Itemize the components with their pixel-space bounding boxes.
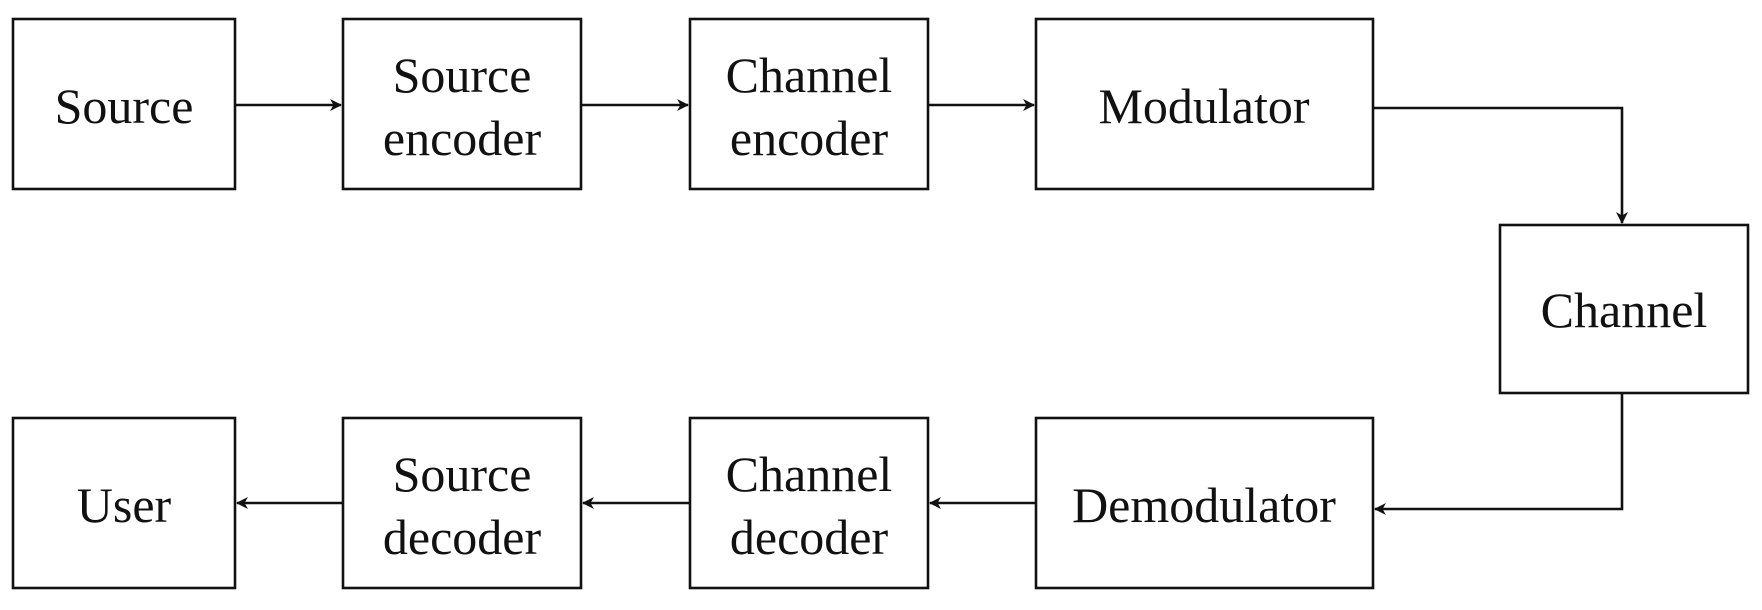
block-channel-encoder-label-line1: Channel <box>726 47 893 103</box>
arrow-modulator-to-channel <box>1373 106 1628 224</box>
block-channel-encoder: Channel encoder <box>688 17 930 191</box>
block-source-decoder: Source decoder <box>341 416 583 590</box>
block-channel-decoder-label-line2: decoder <box>730 509 889 565</box>
block-modulator: Modulator <box>1034 17 1375 191</box>
block-channel-decoder: Channel decoder <box>688 416 930 590</box>
block-source-decoder-label-line2: decoder <box>383 509 542 565</box>
block-channel: Channel <box>1498 223 1750 395</box>
block-source: Source <box>11 17 237 191</box>
block-demodulator-label: Demodulator <box>1072 477 1336 533</box>
block-user-label: User <box>77 477 172 533</box>
block-modulator-label: Modulator <box>1098 78 1309 134</box>
block-source-encoder: Source encoder <box>341 17 583 191</box>
block-source-encoder-label-line1: Source <box>393 47 532 103</box>
block-source-decoder-label-line1: Source <box>393 446 532 502</box>
block-source-encoder-label-line2: encoder <box>383 110 542 166</box>
block-user: User <box>11 416 237 590</box>
block-demodulator: Demodulator <box>1034 416 1375 590</box>
block-channel-label: Channel <box>1541 282 1708 338</box>
block-channel-decoder-label-line1: Channel <box>726 446 893 502</box>
arrow-channel-to-demodulator <box>1374 393 1624 515</box>
block-channel-encoder-label-line2: encoder <box>730 110 889 166</box>
block-source-label: Source <box>55 78 194 134</box>
